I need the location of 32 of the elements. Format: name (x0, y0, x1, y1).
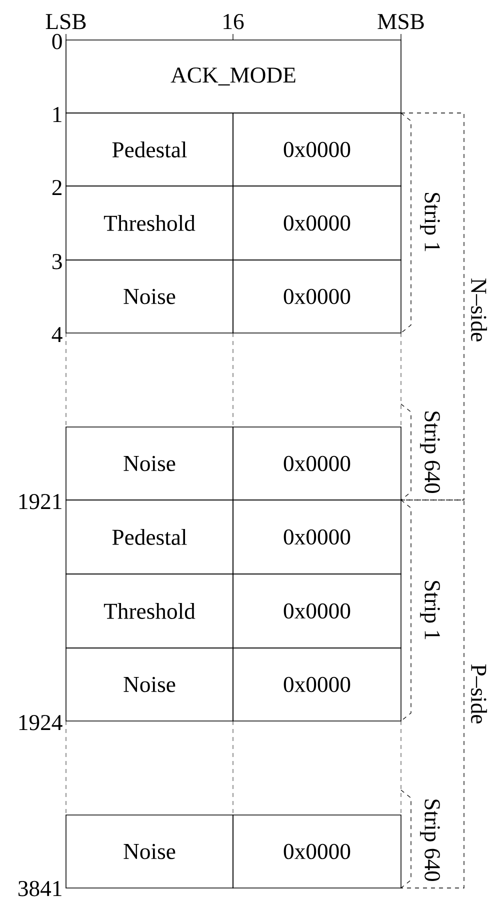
table-cell: Threshold (66, 186, 234, 260)
address-label: 1924 (19, 714, 62, 730)
strip-label: Strip 1 (420, 192, 440, 252)
address-label: 1 (53, 107, 62, 122)
strip-label: Strip 1 (420, 580, 440, 640)
table-cell: 0x0000 (232, 260, 402, 334)
address-label: 2 (52, 180, 62, 195)
side-label: P–side (471, 664, 487, 724)
table-cell: Noise (66, 260, 234, 334)
address-label: 1921 (19, 494, 62, 510)
table-cell: 0x0000 (232, 648, 402, 722)
table-cell: 0x0000 (232, 574, 402, 648)
address-label: 3 (52, 254, 62, 270)
bit-label: LSB (46, 14, 86, 30)
table-cell: ACK_MODE (66, 40, 402, 114)
table-cell: Noise (66, 426, 234, 500)
strip-label: Strip 640 (420, 412, 440, 494)
table-cell: Noise (66, 814, 234, 888)
table-cell: 0x0000 (232, 186, 402, 260)
table-cell: 0x0000 (232, 112, 402, 186)
table-cell: Threshold (66, 574, 234, 648)
address-label: 4 (52, 327, 62, 342)
bit-label: MSB (378, 14, 424, 30)
address-label: 3841 (18, 880, 62, 896)
table-cell: Noise (66, 648, 234, 722)
table-cell: Pedestal (66, 112, 234, 186)
table-cell: Pedestal (66, 500, 234, 574)
address-label: 0 (52, 34, 62, 50)
table-cell: 0x0000 (232, 500, 402, 574)
table-cell: 0x0000 (232, 426, 402, 500)
table-cell: 0x0000 (232, 814, 402, 888)
side-label: N–side (471, 278, 487, 342)
